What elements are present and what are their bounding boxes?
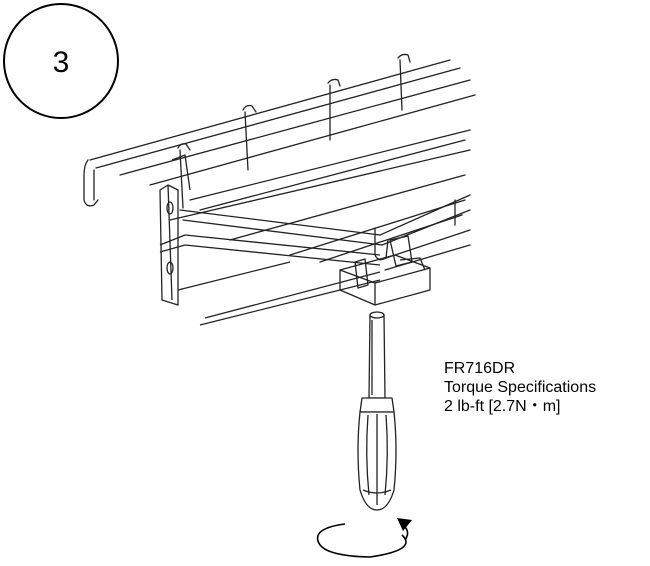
step-badge-circle <box>3 3 119 119</box>
screwdriver-collar <box>359 397 395 413</box>
rotation-arrow <box>316 518 412 558</box>
rotation-arrowhead-icon <box>397 518 412 531</box>
cross-wire-1 <box>179 149 184 209</box>
clamp-assembly <box>339 235 431 306</box>
torque-spec-title: Torque Specifications <box>444 379 597 396</box>
wire-basket-tray <box>83 53 476 271</box>
torque-spec-callout: FR716DR Torque Specifications 2 lb-ft [2… <box>444 359 596 416</box>
product-model: FR716DR <box>444 360 516 377</box>
step-number: 3 <box>53 46 70 79</box>
bracket-slot-lower <box>166 261 174 275</box>
bracket-slot-upper <box>166 201 174 215</box>
step-badge: 3 <box>3 3 119 119</box>
torque-spec-value: 2 lb-ft [2.7N・m] <box>444 398 561 415</box>
mounting-bracket <box>159 154 381 326</box>
screwdriver <box>357 311 397 511</box>
